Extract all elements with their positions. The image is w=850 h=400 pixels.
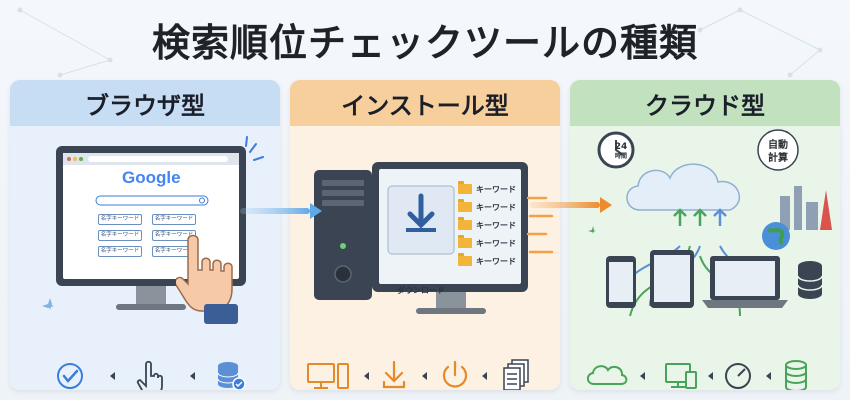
cloud-type-header: クラウド型 [570,80,840,126]
folder-icon [458,217,472,230]
browser-type-panel: ブラウザ型 Google 名字キーワード 名字キーワード 名字キーワード 名字キ… [10,80,280,390]
folder-icon [458,181,472,194]
folder-icon [458,199,472,212]
database-check-icon [217,362,246,390]
cloud-flow-row [586,360,807,390]
documents-icon [503,359,529,390]
keyword-chip-1[interactable]: 名字キーワード [98,214,142,225]
clock-24-label: 24 [615,142,628,152]
auto-calc-label-1: 自動 [768,138,788,151]
cloud-illustration: 24 時間 自動 計算 [588,129,832,317]
folder-row-5[interactable]: キーワード [458,253,516,269]
keyword-chip-2[interactable]: 名字キーワード [152,214,196,225]
cloud-icon [586,365,628,385]
browser-type-body: Google 名字キーワード 名字キーワード 名字キーワード 名字キーワード 名… [10,126,280,390]
desktop-pc-icon [307,363,349,389]
check-circle-icon [57,363,83,389]
keyword-chip-3[interactable]: 名字キーワード [98,230,142,241]
gauge-icon [725,363,751,389]
install-type-panel: インストール型 ダウンロード [290,80,560,390]
browser-type-header: ブラウザ型 [10,80,280,126]
page-title: 検索順位チェックツールの種類 [151,21,698,65]
google-logo: Google [122,168,181,187]
auto-calc-label-2: 計算 [768,151,788,164]
browser-flow-row [57,360,246,390]
cloud-type-panel: クラウド型 [570,80,840,390]
cloud-type-body: 24 時間 自動 計算 [570,126,840,390]
devices-icon [665,363,697,389]
install-flow-row [307,359,529,390]
pointer-hand-icon [136,360,163,390]
keyword-folder-list: キーワード キーワード キーワード キーワード キーワード [458,181,522,273]
folder-icon [458,253,472,266]
download-icon [382,360,406,389]
database-icon [785,360,807,390]
folder-row-3[interactable]: キーワード [458,217,516,233]
download-label: ダウンロード [397,286,445,295]
panel-connector-arrows [240,197,612,219]
folder-icon [458,235,472,248]
pointing-hand-icon [176,234,238,324]
keyword-chip-5[interactable]: 名字キーワード [98,246,142,257]
install-type-body: ダウンロード キーワード キーワード キーワード キーワード キーワード [290,126,560,390]
folder-row-2[interactable]: キーワード [458,199,516,215]
folder-row-4[interactable]: キーワード [458,235,516,251]
power-icon [442,360,468,388]
desktop-illustration [314,162,554,314]
clock-hours-label: 時間 [615,152,627,160]
install-type-header: インストール型 [290,80,560,126]
folder-row-1[interactable]: キーワード [458,181,516,197]
